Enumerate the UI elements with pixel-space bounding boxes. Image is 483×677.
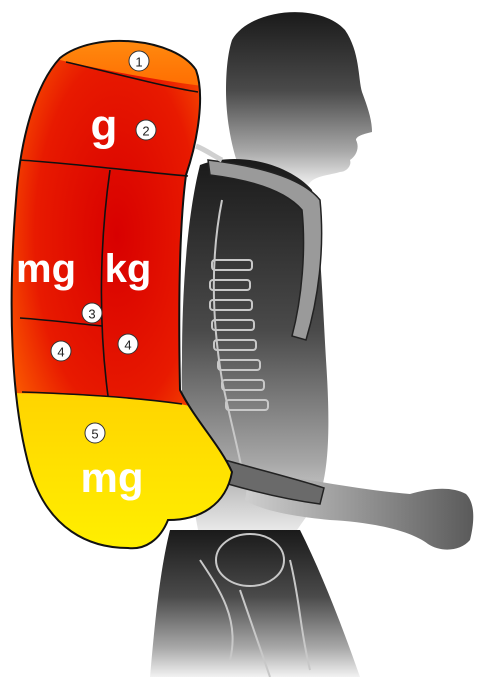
- zone-2-weight-label: g: [91, 101, 118, 150]
- zone-5-number: 5: [91, 427, 98, 442]
- zone-3-weight-label: kg: [105, 247, 152, 291]
- zone-4b-marker: 4: [118, 334, 138, 354]
- zone-5-weight-label: mg: [81, 454, 144, 501]
- zone-4a-number: 4: [57, 345, 64, 360]
- zone-3-number: 3: [88, 307, 95, 322]
- zone-5-marker: 5: [85, 423, 105, 443]
- zone-2-marker: 2: [136, 120, 156, 140]
- zone-2-number: 2: [142, 124, 149, 139]
- zone-1-number: 1: [135, 55, 142, 70]
- hose: [196, 146, 222, 160]
- legs: [150, 530, 360, 677]
- zone-3-marker: 3: [82, 303, 102, 323]
- zone-4b-number: 4: [124, 338, 131, 353]
- zone-1-marker: 1: [129, 51, 149, 71]
- zone-4a-marker: 4: [51, 341, 71, 361]
- zone-4-weight-label: mg: [16, 247, 76, 291]
